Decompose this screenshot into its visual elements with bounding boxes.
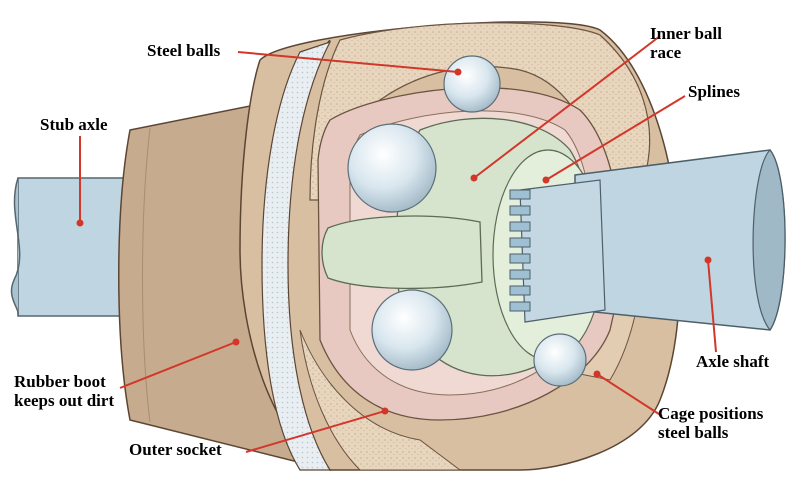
leader-steel-balls: [237, 51, 459, 73]
steel-ball: [371, 289, 453, 371]
label-inner-ball-race: Inner ball race: [650, 24, 722, 62]
leader-dot: [593, 370, 601, 378]
leader-cage: [596, 373, 663, 417]
splines: [509, 179, 606, 323]
leader-outer-socket: [245, 410, 386, 453]
label-axle-shaft: Axle shaft: [696, 352, 770, 371]
leader-dot: [470, 174, 478, 182]
steel-ball: [533, 333, 587, 387]
leader-dot: [76, 219, 84, 227]
label-outer-socket: Outer socket: [129, 440, 222, 459]
leader-axle-shaft: [707, 259, 717, 353]
race-lobe: [321, 215, 483, 290]
leader-dot: [381, 407, 389, 415]
leader-dot: [454, 68, 462, 76]
leader-dot: [232, 338, 240, 346]
leader-dot: [542, 176, 550, 184]
label-splines: Splines: [688, 82, 740, 101]
steel-ball: [347, 123, 437, 213]
label-steel-balls: Steel balls: [147, 41, 221, 60]
steel-ball: [443, 55, 501, 113]
leader-dot: [704, 256, 712, 264]
leader-inner-ball-race: [473, 35, 661, 179]
leader-rubber-boot: [119, 341, 237, 389]
leader-splines: [545, 95, 686, 181]
leader-lines: [76, 35, 717, 453]
label-rubber-boot: Rubber boot keeps out dirt: [14, 372, 115, 410]
axle-shaft: [574, 149, 786, 332]
label-cage: Cage positions steel balls: [658, 404, 764, 442]
label-stub-axle: Stub axle: [40, 115, 108, 134]
